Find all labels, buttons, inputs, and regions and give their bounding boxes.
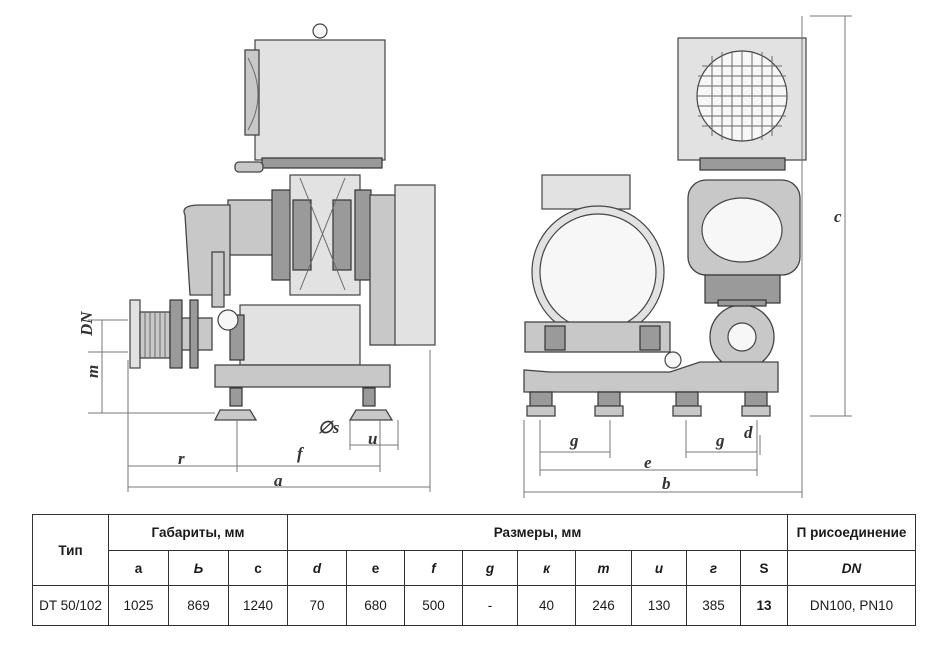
table-row: DT 50/102 1025 869 1240 70 680 500 - 40 … xyxy=(32,585,917,626)
dim-label-dn: DN xyxy=(77,311,96,337)
type-header: Тип xyxy=(32,514,109,586)
dims-header: Габариты, мм xyxy=(107,514,289,551)
dim-label-m: m xyxy=(83,365,102,378)
col-c: c xyxy=(227,550,289,586)
side-view-dimensions xyxy=(88,319,431,492)
dim-label-b: b xyxy=(662,474,671,493)
col-f: f xyxy=(404,550,464,586)
column-row: a Ь c d e f g к т и г S DN xyxy=(33,550,917,586)
cell-e: 680 xyxy=(346,585,406,626)
col-s: S xyxy=(740,550,789,586)
cell-s: 13 xyxy=(740,585,789,626)
cell-dn: DN100, PN10 xyxy=(787,585,917,626)
dim-label-s: ∅s xyxy=(318,418,340,437)
conn-header: П рисоединение xyxy=(787,514,917,551)
side-view xyxy=(129,23,436,421)
col-d: d xyxy=(287,550,348,586)
dim-label-g-right: g xyxy=(715,431,725,450)
dim-label-f: f xyxy=(297,444,305,463)
cell-i: 130 xyxy=(631,585,688,626)
dim-label-d: d xyxy=(744,423,753,442)
col-b: Ь xyxy=(168,550,229,586)
dim-label-c: c xyxy=(834,207,842,226)
col-i: и xyxy=(631,550,688,586)
col-a: a xyxy=(108,550,169,586)
col-e: e xyxy=(346,550,406,586)
dim-label-a: a xyxy=(274,471,283,490)
cell-f: 500 xyxy=(404,585,464,626)
sizes-header: Размеры, мм xyxy=(287,514,789,551)
cell-a: 1025 xyxy=(108,585,169,626)
col-r: г xyxy=(686,550,742,586)
header-row: Тип Габариты, мм Размеры, мм П рисоедине… xyxy=(32,514,917,586)
col-g: g xyxy=(462,550,519,586)
cell-k: 40 xyxy=(517,585,577,626)
dim-label-g-left: g xyxy=(569,431,579,450)
cell-r: 385 xyxy=(686,585,742,626)
cell-t: 246 xyxy=(575,585,633,626)
col-dn: DN xyxy=(787,550,917,586)
cell-g: - xyxy=(462,585,519,626)
cell-d: 70 xyxy=(287,585,348,626)
front-view-dimensions xyxy=(523,15,852,498)
cell-type: DT 50/102 xyxy=(32,585,109,626)
dim-label-r: r xyxy=(178,449,185,468)
dim-label-u: u xyxy=(368,429,377,448)
front-view xyxy=(523,37,807,417)
specification-table: Тип Габариты, мм Размеры, мм П рисоедине… xyxy=(32,514,917,626)
cell-b: 869 xyxy=(168,585,229,626)
col-t: т xyxy=(575,550,633,586)
col-k: к xyxy=(517,550,577,586)
technical-drawing: DN m r f a ∅s u xyxy=(77,15,852,498)
cell-c: 1240 xyxy=(227,585,289,626)
dim-label-e: e xyxy=(644,453,652,472)
